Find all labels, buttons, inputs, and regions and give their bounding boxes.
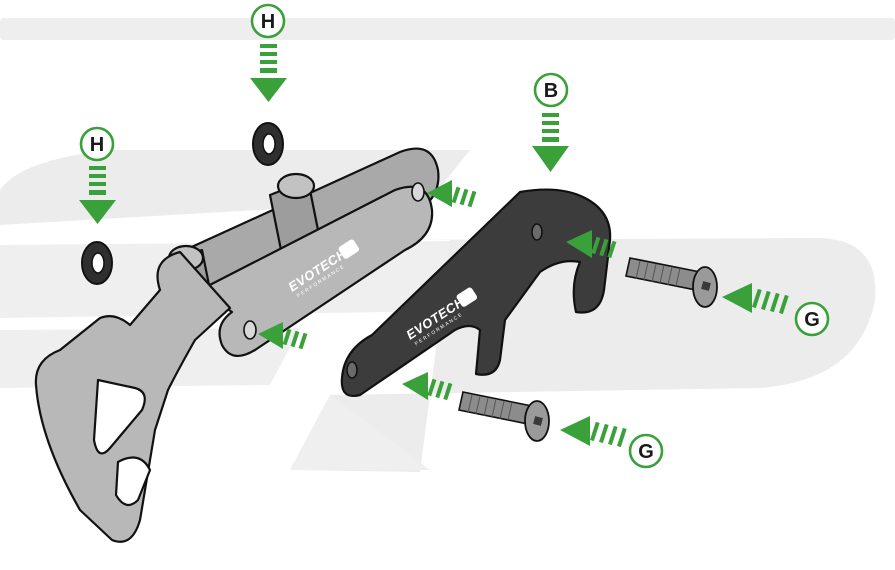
bolt-right bbox=[625, 257, 718, 308]
label-g-bottom: G bbox=[628, 433, 664, 469]
label-g-right: G bbox=[794, 301, 830, 337]
silver-bracket: EVOTECH PERFORMANCE bbox=[34, 147, 440, 543]
label-h-left: H bbox=[79, 126, 115, 162]
arrow-down-h-left bbox=[79, 166, 116, 224]
label-g-right-text: G bbox=[804, 309, 820, 331]
arrow-left-g-bottom bbox=[560, 416, 627, 448]
label-h-top-text: H bbox=[261, 11, 275, 33]
label-g-bottom-text: G bbox=[638, 441, 654, 463]
label-h-left-text: H bbox=[90, 134, 104, 156]
arrow-left-black-bottom-hole bbox=[402, 372, 453, 401]
bolt-bottom bbox=[458, 391, 550, 442]
washer-left bbox=[81, 241, 113, 285]
label-b-text: B bbox=[544, 80, 558, 102]
arrow-left-g-right bbox=[722, 283, 789, 315]
label-h-top: H bbox=[250, 3, 286, 39]
black-bracket: EVOTECH PERFORMANCE bbox=[340, 188, 612, 397]
label-b: B bbox=[533, 72, 569, 108]
arrow-left-silver-bottom-hole bbox=[258, 322, 308, 350]
washer-top bbox=[252, 122, 284, 166]
arrow-left-black-top-hole bbox=[566, 230, 617, 259]
arrow-down-h-top bbox=[250, 44, 287, 102]
arrow-down-b bbox=[532, 113, 569, 172]
arrow-left-silver-top-hole bbox=[427, 180, 477, 208]
